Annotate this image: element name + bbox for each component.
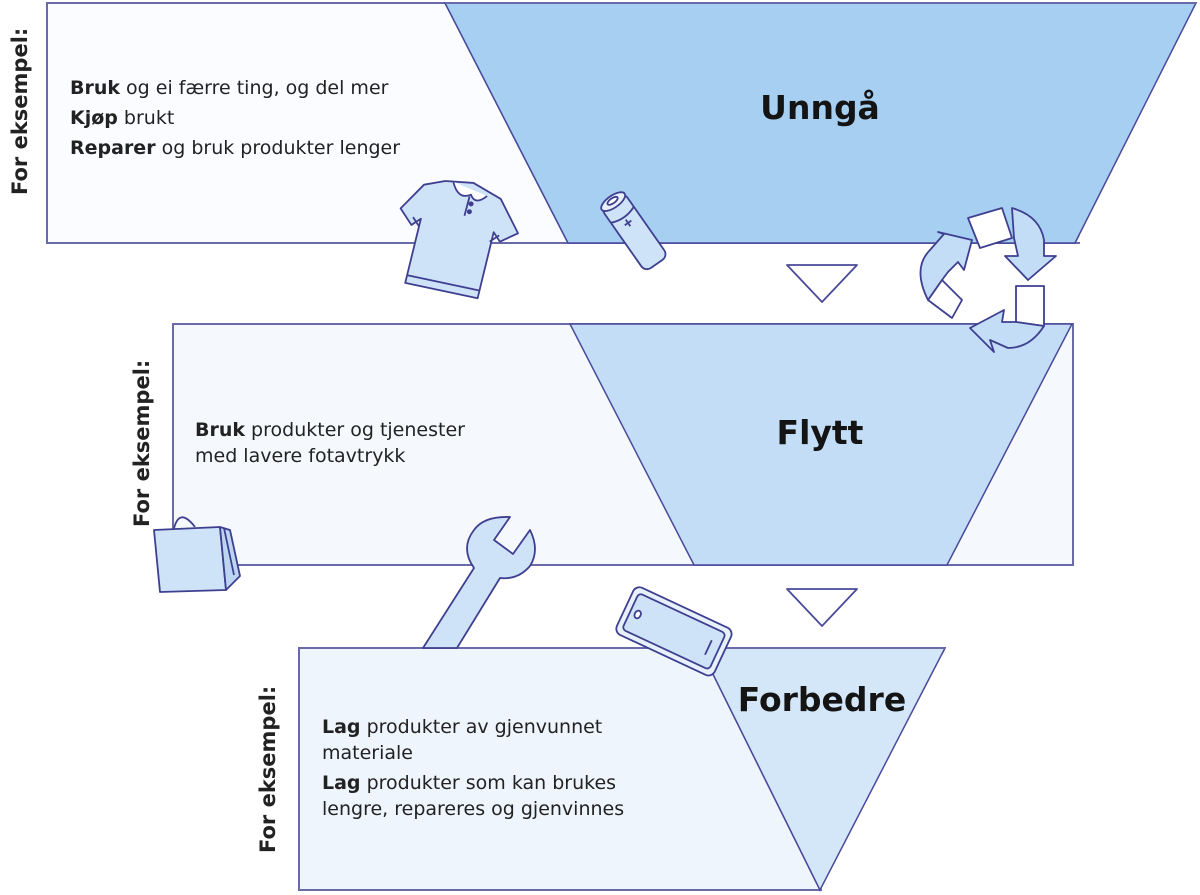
side-label: For eksempel:: [8, 27, 32, 195]
example-text: brukt: [117, 107, 175, 129]
example-item: Bruk produkter og tjenester: [195, 417, 465, 443]
example-text: produkter av gjenvunnet: [360, 716, 603, 738]
stage-title-forbedre: Forbedre: [737, 680, 907, 719]
example-keyword: Bruk: [195, 419, 246, 441]
example-list: Lag produkter av gjenvunnet materiale La…: [322, 714, 624, 822]
example-keyword: Lag: [322, 772, 361, 794]
example-text: og bruk produkter lenger: [155, 137, 401, 159]
example-keyword: Kjøp: [70, 107, 118, 129]
example-list: Bruk produkter og tjenester med lavere f…: [195, 417, 465, 469]
down-arrow-icon: [786, 588, 858, 627]
example-keyword: Bruk: [70, 77, 121, 99]
side-label: For eksempel:: [130, 359, 154, 527]
example-text-continued: lengre, repareres og gjenvinnes: [322, 798, 625, 820]
example-text: og ei færre ting, og del mer: [120, 77, 389, 99]
example-text: produkter som kan brukes: [360, 772, 617, 794]
example-item: Reparer og bruk produkter lenger: [70, 133, 400, 163]
smartphone-icon: [615, 586, 733, 677]
example-keyword: Reparer: [70, 137, 156, 159]
stage-title-flytt: Flytt: [776, 413, 864, 452]
wrench-icon: [422, 516, 536, 649]
shopping-bag-icon: [153, 516, 241, 593]
battery-icon: [600, 191, 667, 271]
example-text-continued: med lavere fotavtrykk: [195, 445, 406, 467]
example-item: Kjøp brukt: [70, 103, 400, 133]
example-text: produkter og tjenester: [245, 419, 465, 441]
side-label: For eksempel:: [256, 685, 280, 853]
example-keyword: Lag: [322, 716, 361, 738]
example-item: Lag produkter som kan brukes: [322, 770, 624, 796]
shirt-icon: [399, 180, 519, 300]
example-list: Bruk og ei færre ting, og del mer Kjøp b…: [70, 73, 400, 163]
stage-title-unnga: Unngå: [760, 88, 880, 127]
example-text-continued: materiale: [322, 742, 413, 764]
example-item: Lag produkter av gjenvunnet: [322, 714, 624, 740]
recycle-icon: [919, 207, 1057, 353]
down-arrow-icon: [786, 264, 858, 303]
example-item: Bruk og ei færre ting, og del mer: [70, 73, 400, 103]
stage-shape-flytt: [568, 323, 1074, 566]
